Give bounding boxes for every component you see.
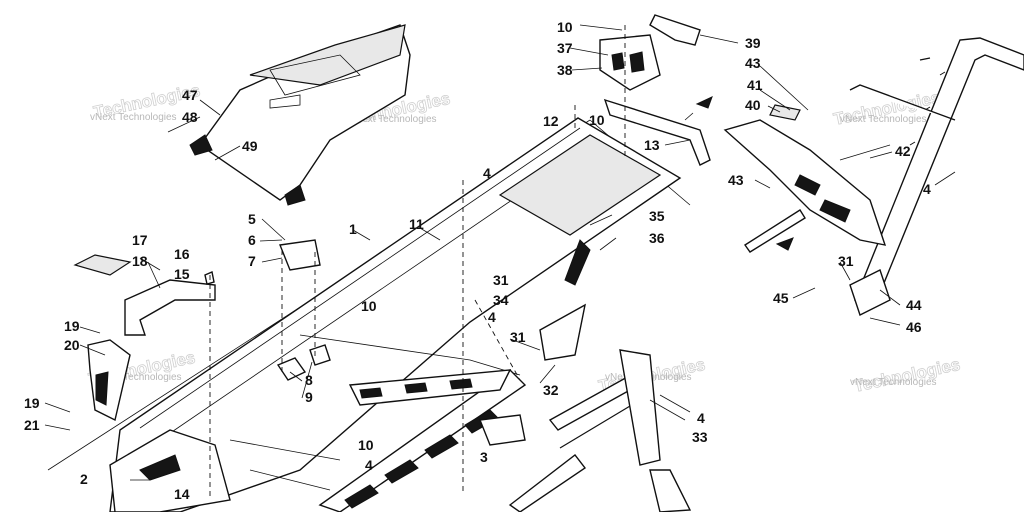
- tunnel: [109, 117, 682, 512]
- seat: [189, 24, 411, 206]
- leader-lines: [44, 24, 956, 481]
- callout-39: 39: [745, 35, 761, 51]
- callout-4e: 4: [923, 181, 931, 197]
- callouts: 1 2 3 4 4 4 4 4 5 6 7 8 9 10 10 10 10 11…: [24, 19, 931, 502]
- callout-37: 37: [557, 40, 573, 56]
- callout-21: 21: [24, 417, 40, 433]
- callout-36: 36: [649, 230, 665, 246]
- callout-15: 15: [174, 266, 190, 282]
- callout-46: 46: [906, 319, 922, 335]
- grab-handle-parts: [73, 254, 216, 422]
- callout-10d: 10: [358, 437, 374, 453]
- callout-19a: 19: [64, 318, 80, 334]
- callout-33: 33: [692, 429, 708, 445]
- callout-4a: 4: [483, 165, 491, 181]
- callout-8: 8: [305, 372, 313, 388]
- snow-flap: [723, 104, 891, 253]
- watermark-6: vNext Technologies: [850, 377, 937, 388]
- callout-44: 44: [906, 297, 922, 313]
- callout-49: 49: [242, 138, 258, 154]
- callout-4d: 4: [697, 410, 705, 426]
- callout-5: 5: [248, 211, 256, 227]
- callout-10b: 10: [589, 112, 605, 128]
- watermark-2: vNext Technologies: [350, 114, 437, 125]
- callout-48: 48: [182, 109, 198, 125]
- callout-13: 13: [644, 137, 660, 153]
- callout-14: 14: [174, 486, 190, 502]
- callout-31c: 31: [838, 253, 854, 269]
- callout-4b: 4: [488, 309, 496, 325]
- guide-lines: [209, 25, 626, 500]
- callout-42: 42: [895, 143, 911, 159]
- callout-41: 41: [747, 77, 763, 93]
- direction-arrows: [695, 96, 794, 251]
- callout-7: 7: [248, 253, 256, 269]
- callout-32: 32: [543, 382, 559, 398]
- callout-47: 47: [182, 87, 198, 103]
- watermark-3: vNext Technologies: [840, 114, 927, 125]
- callout-10c: 10: [361, 298, 377, 314]
- callout-16: 16: [174, 246, 190, 262]
- callout-38: 38: [557, 62, 573, 78]
- svg-text:Technologies: Technologies: [852, 355, 962, 396]
- watermark-4: vNext Technologies: [95, 372, 182, 383]
- callout-40: 40: [745, 97, 761, 113]
- small-brackets: [276, 98, 711, 446]
- callout-4c: 4: [365, 457, 373, 473]
- callout-17: 17: [132, 232, 148, 248]
- callout-43b: 43: [728, 172, 744, 188]
- callout-3: 3: [480, 449, 488, 465]
- callout-20: 20: [64, 337, 80, 353]
- callout-6: 6: [248, 232, 256, 248]
- callout-1: 1: [349, 221, 357, 237]
- callout-10a: 10: [557, 19, 573, 35]
- callout-18: 18: [132, 253, 148, 269]
- watermark-1: vNext Technologies: [90, 112, 177, 123]
- callout-9: 9: [305, 389, 313, 405]
- callout-45: 45: [773, 290, 789, 306]
- rear-bumper: [849, 37, 1024, 316]
- callout-11: 11: [409, 216, 424, 232]
- callout-19b: 19: [24, 395, 40, 411]
- callout-34: 34: [493, 292, 509, 308]
- side-rails: [508, 349, 692, 512]
- callout-43a: 43: [745, 55, 761, 71]
- callout-31b: 31: [510, 329, 526, 345]
- callout-12: 12: [543, 113, 559, 129]
- tail-bracket: [599, 14, 701, 91]
- callout-35: 35: [649, 208, 665, 224]
- callout-31a: 31: [493, 272, 509, 288]
- callout-2: 2: [80, 471, 88, 487]
